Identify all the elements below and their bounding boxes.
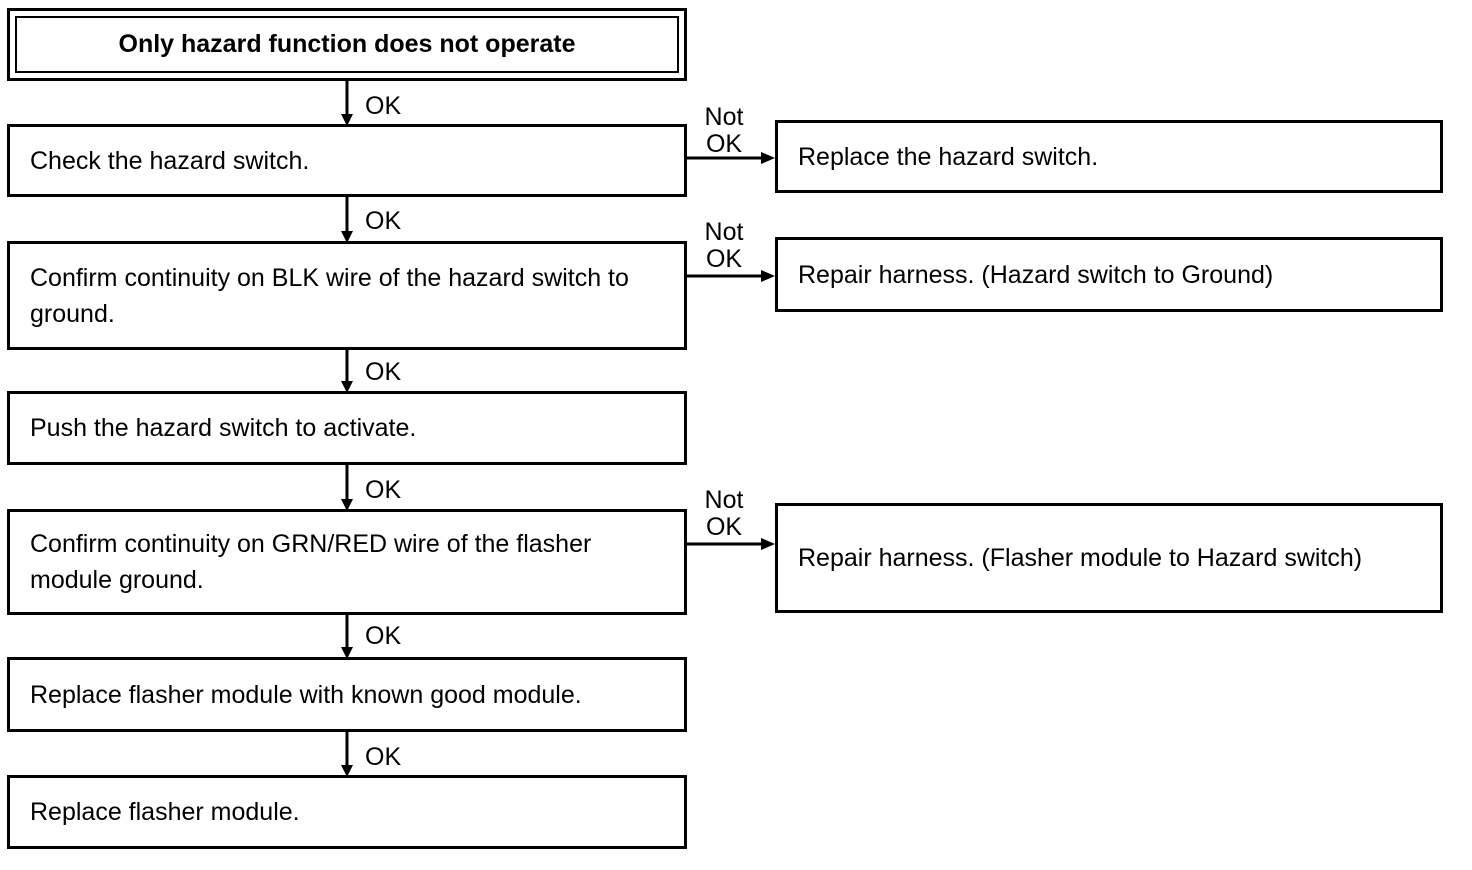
arrowhead-down-4 (341, 499, 353, 511)
result-box-1: Replace the hazard switch. (775, 120, 1443, 193)
ok-label: OK (365, 622, 402, 650)
not-ok-label: Not OK (694, 219, 754, 273)
step-box-1: Check the hazard switch. (7, 124, 687, 197)
step-box-6: Replace flasher module. (7, 775, 687, 849)
arrowhead-right-2 (761, 270, 775, 282)
arrowhead-right-1 (761, 152, 775, 164)
arrowhead-down-2 (341, 231, 353, 243)
step-box-4: Confirm continuity on GRN/RED wire of th… (7, 509, 687, 615)
not-ok-label: Not OK (694, 104, 754, 158)
ok-label: OK (365, 358, 402, 386)
arrowhead-down-6 (341, 765, 353, 777)
step-text: Push the hazard switch to activate. (30, 414, 417, 442)
flowchart-title: Only hazard function does not operate (15, 16, 679, 73)
arrowhead-down-3 (341, 381, 353, 393)
ok-word: OK (705, 245, 743, 273)
step-text: Check the hazard switch. (30, 146, 310, 175)
arrowhead-down-1 (341, 114, 353, 126)
ok-word: OK (705, 130, 743, 158)
ok-label: OK (365, 207, 402, 235)
step-text: Confirm continuity on GRN/RED wire of th… (30, 530, 592, 594)
result-box-3: Repair harness. (Flasher module to Hazar… (775, 503, 1443, 613)
result-text: Repair harness. (Flasher module to Hazar… (798, 544, 1363, 572)
ok-label: OK (365, 92, 402, 120)
step-text: Replace flasher module. (30, 798, 300, 826)
not-ok-label: Not OK (694, 487, 754, 541)
step-box-3: Push the hazard switch to activate. (7, 391, 687, 465)
result-text: Replace the hazard switch. (798, 142, 1099, 171)
ok-label: OK (365, 743, 402, 771)
ok-label: OK (365, 476, 402, 504)
flowchart-title-box: Only hazard function does not operate (7, 8, 687, 81)
ok-word: OK (705, 513, 743, 541)
not-word: Not (704, 218, 744, 246)
step-box-2: Confirm continuity on BLK wire of the ha… (7, 241, 687, 350)
step-box-5: Replace flasher module with known good m… (7, 657, 687, 732)
step-text: Replace flasher module with known good m… (30, 680, 582, 709)
not-word: Not (704, 103, 744, 131)
not-word: Not (704, 486, 744, 514)
result-box-2: Repair harness. (Hazard switch to Ground… (775, 237, 1443, 312)
arrowhead-right-3 (761, 538, 775, 550)
step-text: Confirm continuity on BLK wire of the ha… (30, 263, 629, 328)
result-text: Repair harness. (Hazard switch to Ground… (798, 260, 1274, 289)
arrowhead-down-5 (341, 647, 353, 659)
